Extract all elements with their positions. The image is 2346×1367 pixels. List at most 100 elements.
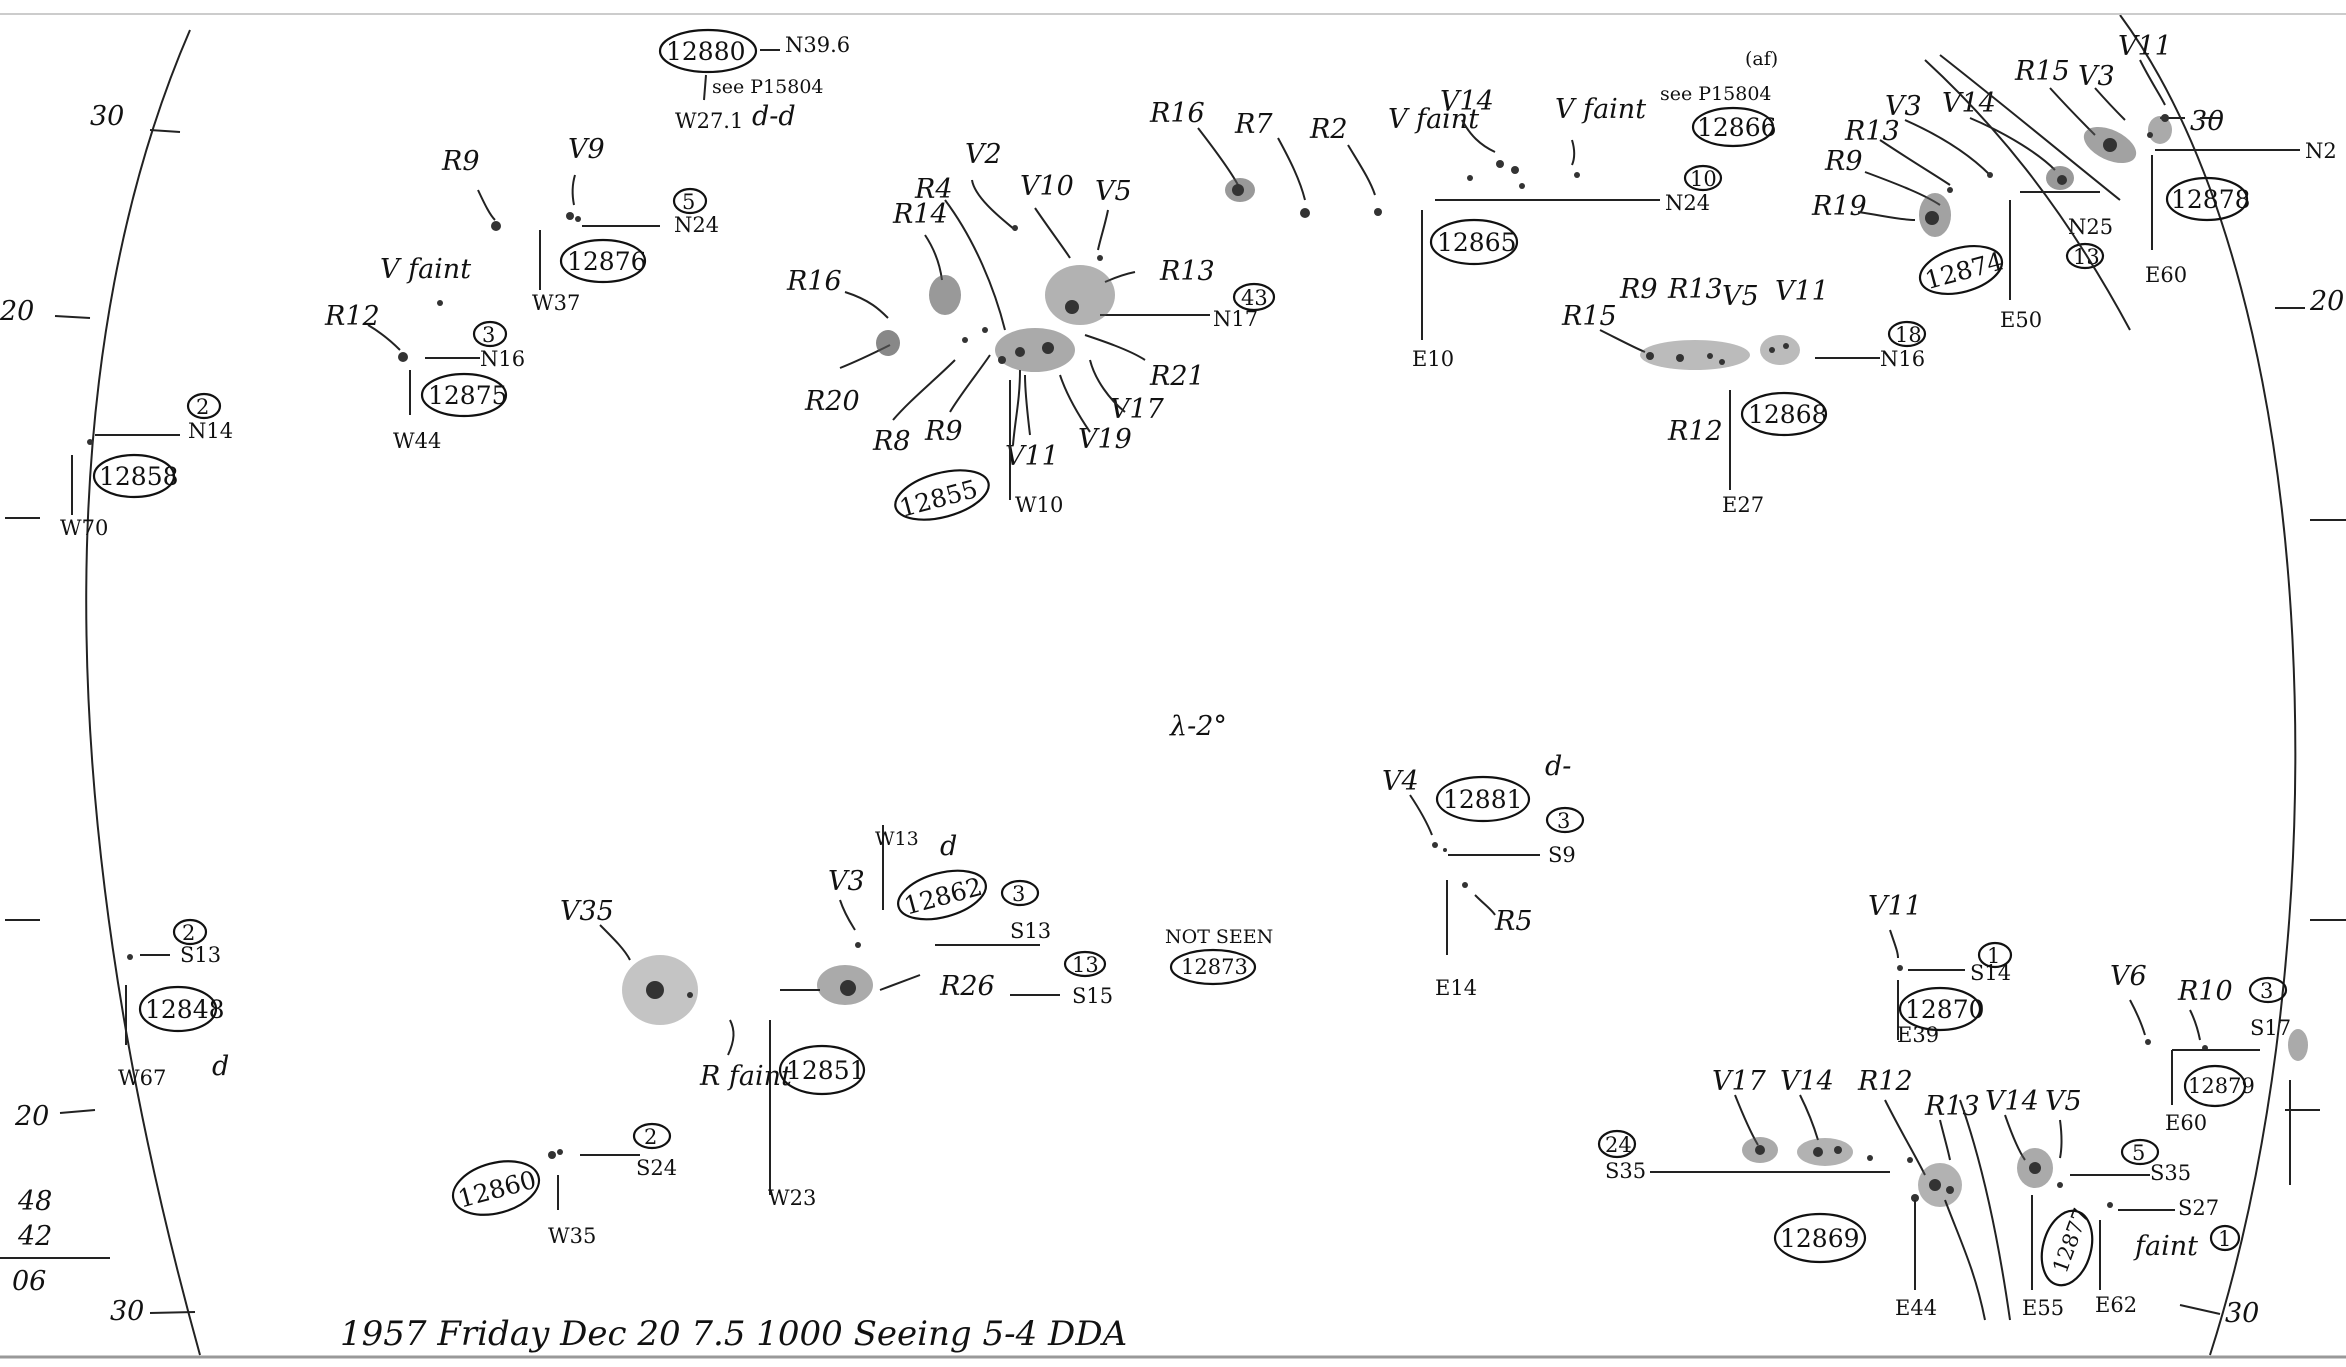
svg-text:N39.6: N39.6 bbox=[785, 33, 850, 57]
svg-text:W37: W37 bbox=[532, 291, 580, 315]
svg-text:12869: 12869 bbox=[1780, 1224, 1860, 1253]
group-12865: R16 R7 R2 V faint V14 12865 E10 bbox=[1149, 86, 1660, 371]
svg-text:12873: 12873 bbox=[1181, 955, 1248, 979]
svg-text:NOT SEEN: NOT SEEN bbox=[1165, 926, 1273, 948]
svg-text:V11: V11 bbox=[1775, 276, 1829, 307]
svg-text:12881: 12881 bbox=[1443, 785, 1523, 814]
svg-text:V10: V10 bbox=[1020, 171, 1074, 202]
svg-text:R19: R19 bbox=[1811, 191, 1867, 222]
group-12881: V4 12881 d- 3 S9 R5 E14 bbox=[1382, 751, 1585, 1000]
svg-text:V faint: V faint bbox=[1388, 104, 1479, 135]
svg-text:V19: V19 bbox=[1078, 424, 1132, 455]
svg-text:12880: 12880 bbox=[666, 37, 746, 66]
svg-text:S14: S14 bbox=[1970, 961, 2011, 985]
group-12870: V11 1 S14 12870 E39 bbox=[1868, 891, 2013, 1047]
svg-text:V5: V5 bbox=[2045, 1086, 2082, 1117]
svg-text:30: 30 bbox=[2225, 1298, 2259, 1329]
group-12866: V faint see P15804 (af) 12866 10 N24 bbox=[1555, 48, 1778, 215]
svg-text:V4: V4 bbox=[1382, 766, 1419, 797]
svg-text:3: 3 bbox=[482, 323, 495, 347]
group-12860: 12860 2 S24 W35 bbox=[451, 1122, 677, 1248]
svg-text:E55: E55 bbox=[2022, 1296, 2064, 1320]
svg-text:S15: S15 bbox=[1072, 984, 1113, 1008]
svg-text:3: 3 bbox=[2260, 979, 2273, 1003]
svg-text:12865: 12865 bbox=[1437, 228, 1517, 257]
svg-text:R9: R9 bbox=[924, 416, 963, 447]
group-12874: R13 R9 R19 V3 V14 12874 13 N25 E50 bbox=[1811, 88, 2113, 332]
svg-text:R2: R2 bbox=[1309, 114, 1348, 145]
svg-text:V2: V2 bbox=[965, 139, 1002, 170]
group-12876: R9 V9 12876 5 N24 W37 bbox=[441, 134, 719, 315]
svg-text:R13: R13 bbox=[1924, 1091, 1980, 1122]
svg-text:E60: E60 bbox=[2145, 263, 2187, 287]
svg-text:2: 2 bbox=[182, 921, 195, 945]
svg-text:V faint: V faint bbox=[1555, 94, 1646, 125]
svg-text:d-: d- bbox=[1545, 751, 1571, 782]
svg-text:2: 2 bbox=[196, 395, 209, 419]
svg-text:30: 30 bbox=[2190, 106, 2224, 137]
svg-text:12874: 12874 bbox=[1922, 246, 2006, 295]
svg-text:V11: V11 bbox=[1005, 441, 1059, 472]
group-12851: V35 R faint 12851 W23 bbox=[560, 896, 921, 1210]
svg-text:R10: R10 bbox=[2177, 976, 2233, 1007]
svg-text:R12: R12 bbox=[1857, 1066, 1913, 1097]
svg-text:d-d: d-d bbox=[752, 101, 796, 132]
svg-text:06: 06 bbox=[12, 1266, 46, 1297]
svg-text:R13: R13 bbox=[1667, 274, 1723, 305]
svg-text:R faint: R faint bbox=[699, 1061, 792, 1092]
svg-text:5: 5 bbox=[2132, 1141, 2145, 1165]
svg-text:V17: V17 bbox=[1712, 1066, 1767, 1097]
svg-text:30: 30 bbox=[90, 101, 124, 132]
svg-text:S35: S35 bbox=[2150, 1161, 2191, 1185]
group-12877: V14 V5 5 S35 12877 E55 bbox=[1959, 1086, 2191, 1321]
svg-text:R9: R9 bbox=[1619, 274, 1658, 305]
group-12855: R16 R14 R4 V2 V10 V5 R13 R21 V17 V19 V11… bbox=[786, 139, 1276, 523]
group-12875: V faint R12 12875 3 N16 W44 bbox=[324, 254, 525, 453]
observation-title: 1957 Friday Dec 20 7.5 1000 Seeing 5-4 D… bbox=[340, 1314, 1127, 1354]
svg-text:E60: E60 bbox=[2165, 1111, 2207, 1135]
svg-text:12858: 12858 bbox=[99, 462, 179, 491]
svg-text:N16: N16 bbox=[1880, 347, 1925, 371]
svg-text:12868: 12868 bbox=[1748, 400, 1828, 429]
svg-text:E44: E44 bbox=[1895, 1296, 1937, 1320]
center-label: λ-2° bbox=[1169, 711, 1227, 742]
group-12878: R15 V3 V11 12878 N2 E60 bbox=[1924, 31, 2337, 331]
svg-text:d: d bbox=[212, 1051, 229, 1082]
svg-text:V14: V14 bbox=[1780, 1066, 1834, 1097]
svg-text:W67: W67 bbox=[118, 1066, 166, 1090]
svg-text:W44: W44 bbox=[393, 429, 441, 453]
svg-text:N24: N24 bbox=[674, 213, 719, 237]
svg-text:43: 43 bbox=[1241, 286, 1268, 310]
svg-text:R21: R21 bbox=[1149, 361, 1205, 392]
svg-text:V3: V3 bbox=[828, 866, 865, 897]
svg-text:S9: S9 bbox=[1548, 843, 1576, 867]
svg-text:R9: R9 bbox=[441, 146, 480, 177]
svg-text:5: 5 bbox=[682, 190, 695, 214]
svg-text:R16: R16 bbox=[786, 266, 842, 297]
svg-text:W27.1: W27.1 bbox=[675, 109, 743, 133]
svg-text:12878: 12878 bbox=[2171, 185, 2251, 214]
svg-text:faint: faint bbox=[2133, 1231, 2198, 1262]
svg-text:V5: V5 bbox=[1095, 176, 1132, 207]
svg-text:12848: 12848 bbox=[145, 995, 225, 1024]
group-12862: W13 d 12862 3 V3 S13 bbox=[828, 825, 1051, 948]
svg-text:3: 3 bbox=[1557, 809, 1570, 833]
svg-text:W13: W13 bbox=[875, 828, 919, 850]
margin-marks: 30 20 20 48 42 06 30 30 20 30 bbox=[0, 101, 2346, 1329]
svg-text:R15: R15 bbox=[2014, 56, 2070, 87]
svg-text:12862: 12862 bbox=[901, 872, 985, 921]
group-12879: V6 R10 3 S17 12879 E60 bbox=[2110, 961, 2320, 1185]
svg-text:12875: 12875 bbox=[428, 381, 508, 410]
svg-text:S24: S24 bbox=[636, 1156, 677, 1180]
svg-text:N25: N25 bbox=[2068, 215, 2113, 239]
svg-text:V17: V17 bbox=[1110, 394, 1165, 425]
group-12868: R15 R9 R13 V5 V11 R12 12868 18 N16 E27 bbox=[1561, 274, 1927, 517]
svg-text:12855: 12855 bbox=[896, 474, 980, 523]
svg-text:N24: N24 bbox=[1665, 191, 1710, 215]
svg-text:R13: R13 bbox=[1159, 256, 1215, 287]
svg-text:18: 18 bbox=[1895, 323, 1922, 347]
limb-arc-right bbox=[2119, 14, 2297, 1356]
svg-text:R13: R13 bbox=[1844, 116, 1900, 147]
svg-text:see P15804: see P15804 bbox=[712, 76, 824, 98]
svg-text:R14: R14 bbox=[892, 199, 948, 230]
